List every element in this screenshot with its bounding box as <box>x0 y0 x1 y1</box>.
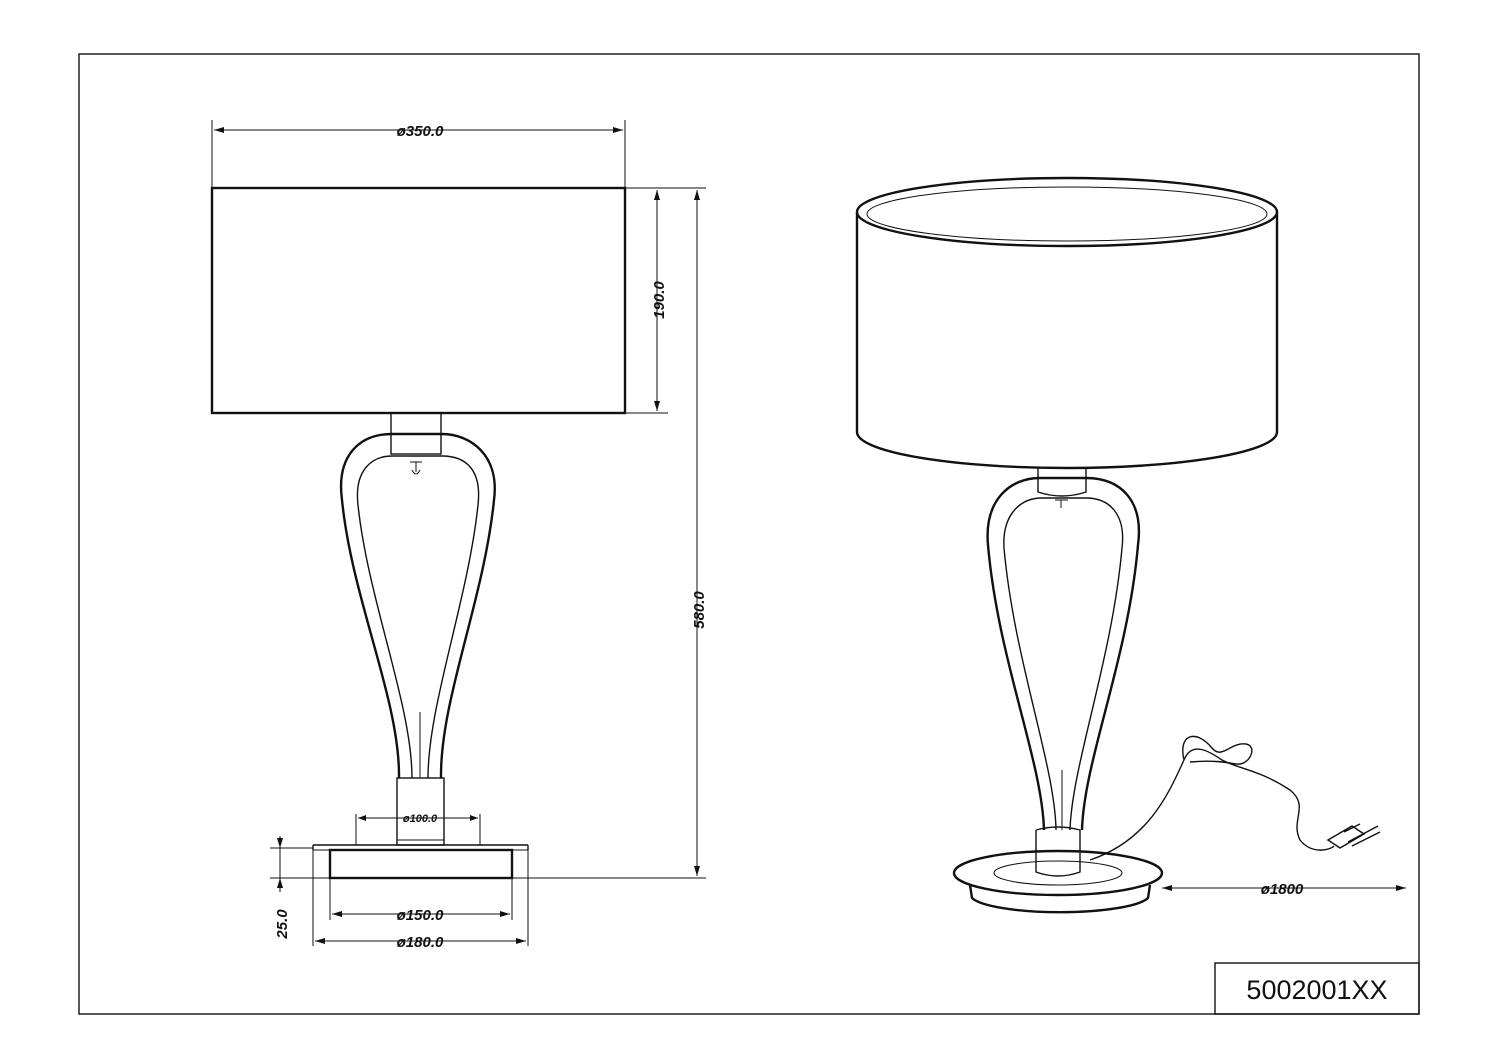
front-stem-inner <box>356 455 480 779</box>
front-base <box>328 848 514 880</box>
dim-total-height: 580.0 <box>691 591 708 629</box>
dim-base-inner-diameter: ø150.0 <box>397 907 444 924</box>
perspective-cable <box>1089 748 1335 861</box>
perspective-view <box>855 176 1381 914</box>
perspective-plug <box>1326 823 1381 849</box>
perspective-cable-loop <box>1182 735 1253 765</box>
drawing-frame <box>78 53 1420 1015</box>
perspective-shade-top <box>855 176 1279 248</box>
perspective-shade-body <box>855 212 1279 470</box>
front-view <box>210 186 627 880</box>
dim-base-height: 25.0 <box>274 909 291 940</box>
dim-stem-diameter: ø100.0 <box>403 813 438 825</box>
front-switch-knob <box>410 461 422 475</box>
dim-shade-diameter: ø350.0 <box>397 123 444 140</box>
front-dimensions: ø350.0 190.0 580.0 ø100.0 ø150.0 ø180.0 <box>211 120 708 951</box>
cable-dimension: ø1800 <box>1162 881 1406 898</box>
dim-base-outer-diameter: ø180.0 <box>397 934 444 951</box>
dim-cable-length: ø1800 <box>1261 881 1304 898</box>
perspective-connector <box>1037 468 1087 497</box>
dim-shade-height: 190.0 <box>651 281 668 319</box>
perspective-base-body <box>968 884 1152 914</box>
perspective-stem-cylinder <box>1035 826 1081 877</box>
title-block: 5002001XX <box>1214 962 1420 1015</box>
front-stem-cylinder <box>396 777 445 846</box>
front-stem-outer <box>339 432 496 779</box>
front-shade <box>210 186 627 415</box>
product-code: 5002001XX <box>1246 975 1387 1005</box>
perspective-stem-outer <box>986 476 1141 831</box>
perspective-stem-inner <box>1003 497 1124 831</box>
perspective-base-top <box>952 849 1164 897</box>
